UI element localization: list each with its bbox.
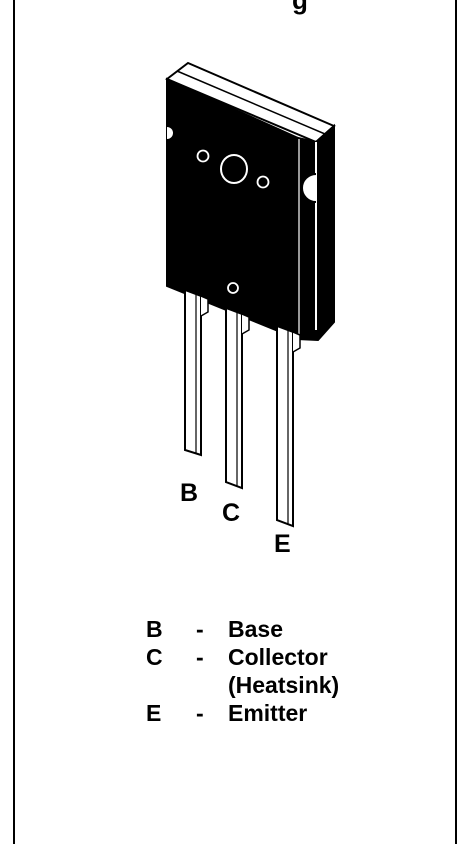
legend-name: Base	[228, 616, 283, 642]
mounting-hole-lower	[227, 282, 239, 294]
legend-name: Collector	[228, 644, 328, 670]
lead-collector	[225, 306, 250, 490]
pin-label-e: E	[274, 530, 291, 558]
pin-label-b: B	[180, 479, 199, 507]
lead-base	[184, 288, 209, 457]
top-face-groove	[176, 70, 326, 135]
legend-separator: -	[196, 700, 204, 726]
diagram-frame	[13, 0, 457, 844]
legend-letter: B	[146, 616, 163, 642]
lead-emitter	[276, 324, 301, 528]
mounting-hole-left	[196, 149, 210, 163]
legend-name: Emitter	[228, 700, 308, 726]
left-notch-icon	[167, 127, 173, 139]
legend-letter: C	[146, 644, 163, 670]
legend-separator: -	[196, 644, 204, 670]
legend-letter: E	[146, 700, 162, 726]
legend-separator: -	[196, 616, 204, 642]
legend-note: (Heatsink)	[228, 672, 340, 698]
pin-label-c: C	[222, 499, 241, 527]
mounting-hole-large	[220, 154, 248, 184]
mounting-hole-right	[256, 175, 270, 189]
side-notch-icon	[301, 173, 317, 203]
